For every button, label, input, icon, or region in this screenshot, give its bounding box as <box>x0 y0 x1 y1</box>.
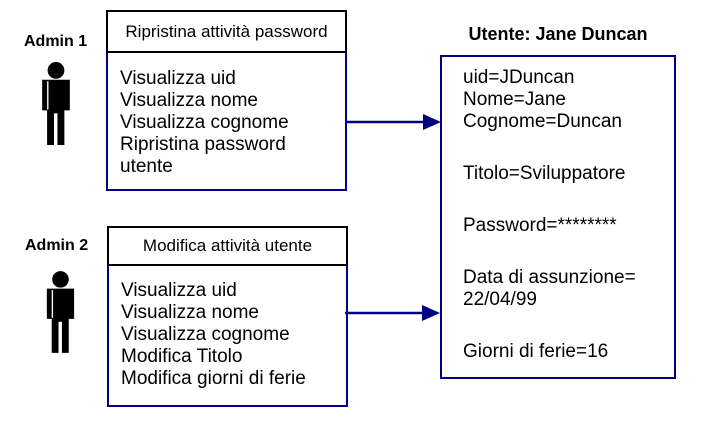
field-group: Password=******** <box>463 215 672 237</box>
user-field: Giorni di ferie=16 <box>463 341 609 362</box>
user-field: Data di assunzione= <box>463 267 636 288</box>
arrow-right-icon <box>347 114 441 130</box>
person-icon <box>46 271 75 353</box>
activity-item: Visualizza nome <box>120 90 259 111</box>
activity-item: Visualizza uid <box>121 280 237 301</box>
user-title: Utente: Jane Duncan <box>468 24 648 44</box>
activity-item: Visualizza uid <box>120 68 236 89</box>
user-field: Password=******** <box>463 215 617 236</box>
field-group: Data di assunzione=22/04/99 <box>463 267 672 311</box>
user-field: Cognome=Duncan <box>463 111 622 132</box>
admin2-label: Admin 2 <box>25 237 89 254</box>
arrow-right-icon <box>345 305 440 321</box>
activity-item: Visualizza nome <box>121 302 260 323</box>
user-field: Nome=Jane <box>463 89 566 110</box>
user-field: 22/04/99 <box>463 289 537 310</box>
admin1-activity-box: Ripristina attività password Visualizza … <box>106 10 347 191</box>
field-group: Titolo=Sviluppatore <box>463 163 672 185</box>
person-icon <box>42 62 70 146</box>
admin1-box-title: Ripristina attività password <box>106 10 347 53</box>
user-field: uid=JDuncan <box>463 67 575 88</box>
activity-item: Modifica giorni di ferie <box>121 368 306 389</box>
activity-item: Modifica Titolo <box>121 346 243 367</box>
activity-item: Visualizza cognome <box>121 324 290 345</box>
admin2-box-title: Modifica attività utente <box>107 226 348 266</box>
activity-item: Visualizza cognome <box>120 112 289 133</box>
user-field: Titolo=Sviluppatore <box>463 163 626 184</box>
admin1-label: Admin 1 <box>24 33 88 50</box>
activity-item: Ripristina password utente <box>120 134 286 177</box>
field-group: Giorni di ferie=16 <box>463 341 672 363</box>
